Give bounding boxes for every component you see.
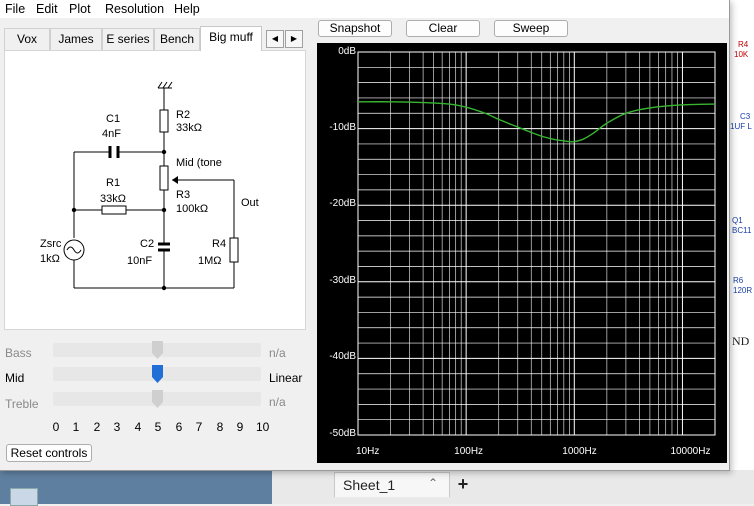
scale-tick: 5 <box>154 420 162 434</box>
x-tick-label: 100Hz <box>454 446 484 457</box>
menu-plot[interactable]: Plot <box>69 2 91 16</box>
menu-bar: File Edit Plot Resolution Help <box>0 0 729 18</box>
resistor-r4 <box>229 237 239 263</box>
menu-file[interactable]: File <box>5 2 26 16</box>
wiper-arrow-icon <box>172 176 178 184</box>
background-app-canvas <box>728 0 754 504</box>
sheet-tab[interactable] <box>334 472 450 497</box>
add-sheet-button[interactable]: + <box>457 474 469 494</box>
tab-vox[interactable]: Vox <box>4 28 50 50</box>
c2-name: C2 <box>140 238 154 250</box>
scale-tick: 10 <box>256 420 270 434</box>
y-tick-label: 0dB <box>338 46 356 57</box>
menu-resolution[interactable]: Resolution <box>105 2 165 16</box>
scale-tick: 3 <box>113 420 121 434</box>
scale-tick: 4 <box>134 420 142 434</box>
y-tick-label: -50dB <box>329 428 356 439</box>
mid-slider-thumb[interactable] <box>151 365 163 383</box>
scale-tick: 1 <box>72 420 80 434</box>
y-tick-label: -30dB <box>329 274 356 286</box>
tab-scroll-left-icon[interactable]: ◀ <box>266 30 284 48</box>
treble-mode: n/a <box>269 395 286 409</box>
out-label: Out <box>241 197 259 209</box>
tab-e-series[interactable]: E series <box>102 28 154 50</box>
bg-label-q1: Q1 <box>732 216 743 225</box>
r4-value: 1MΩ <box>198 255 222 267</box>
treble-slider-thumb[interactable] <box>151 390 163 408</box>
bass-label: Bass <box>5 346 32 360</box>
menu-edit[interactable]: Edit <box>36 2 58 16</box>
zsrc-value: 1kΩ <box>40 253 60 265</box>
snapshot-button[interactable]: Snapshot <box>318 20 392 37</box>
preset-tabs: Vox James E series Bench Big muff ◀ ▶ <box>4 26 304 51</box>
bg-label-1uf: 1UF L <box>730 122 752 131</box>
y-tick-label: -40dB <box>329 351 356 363</box>
treble-label: Treble <box>5 397 39 411</box>
plot-frame <box>357 51 716 436</box>
x-tick-label: 10000Hz <box>670 446 711 457</box>
mid-label: Mid <box>5 371 25 385</box>
r3-name: R3 <box>176 189 190 201</box>
background-desktop-area <box>0 470 272 504</box>
r1-name: R1 <box>106 177 120 189</box>
bg-label-10k: 10K <box>734 50 749 59</box>
r3-value: 100kΩ <box>176 203 208 215</box>
bg-label-bc11: BC11 <box>732 226 752 235</box>
tab-big-muff[interactable]: Big muff <box>200 26 262 51</box>
bg-label-120r: 120R <box>733 286 753 295</box>
bg-label-c3: C3 <box>740 112 751 121</box>
c1-value: 4nF <box>102 128 121 140</box>
x-tick-label: 10Hz <box>356 446 380 457</box>
r1-value: 33kΩ <box>100 193 126 205</box>
tab-james[interactable]: James <box>50 28 102 50</box>
sweep-button[interactable]: Sweep <box>494 20 568 37</box>
scale-tick: 9 <box>236 420 244 434</box>
scale-tick: 6 <box>175 420 183 434</box>
resistor-r2 <box>159 109 169 133</box>
menu-help[interactable]: Help <box>174 2 200 16</box>
c1-name: C1 <box>106 113 120 125</box>
y-tick-label: -20dB <box>329 198 356 210</box>
scale-tick: 7 <box>195 420 203 434</box>
chevron-up-icon[interactable]: ⌃ <box>428 476 439 490</box>
reset-controls-button[interactable]: Reset controls <box>6 444 92 462</box>
r2-value: 33kΩ <box>176 122 202 134</box>
desktop-thumbnail-icon <box>10 488 38 506</box>
r3-wiper-label: Mid (tone <box>176 157 222 169</box>
circuit-schematic: R2 33kΩ C1 4nF Mid (tone R1 33kΩ R3 100k… <box>16 56 288 326</box>
r4-name: R4 <box>212 238 226 250</box>
x-tick-label: 1000Hz <box>562 446 597 457</box>
potentiometer-r3 <box>159 165 169 191</box>
tab-scroll-right-icon[interactable]: ▶ <box>285 30 303 48</box>
y-tick-label: -10dB <box>329 121 356 133</box>
scale-tick: 8 <box>216 420 224 434</box>
zsrc-name: Zsrc <box>40 238 62 250</box>
sheet-tab-label: Sheet_1 <box>343 477 396 493</box>
r2-name: R2 <box>176 109 190 121</box>
bg-label-r6: R6 <box>733 276 744 285</box>
resistor-r1 <box>101 205 127 215</box>
bass-slider-thumb[interactable] <box>151 341 163 359</box>
c2-value: 10nF <box>127 255 152 267</box>
bg-label-r4: R4 <box>738 40 749 49</box>
mid-mode: Linear <box>269 371 303 385</box>
response-trace <box>357 101 716 143</box>
tab-bench[interactable]: Bench <box>154 28 200 50</box>
bg-label-nd: ND <box>732 334 750 348</box>
frequency-response-chart <box>357 51 716 436</box>
clear-button[interactable]: Clear <box>406 20 480 37</box>
scale-tick: 2 <box>93 420 101 434</box>
bass-mode: n/a <box>269 346 286 360</box>
scale-tick: 0 <box>52 420 60 434</box>
